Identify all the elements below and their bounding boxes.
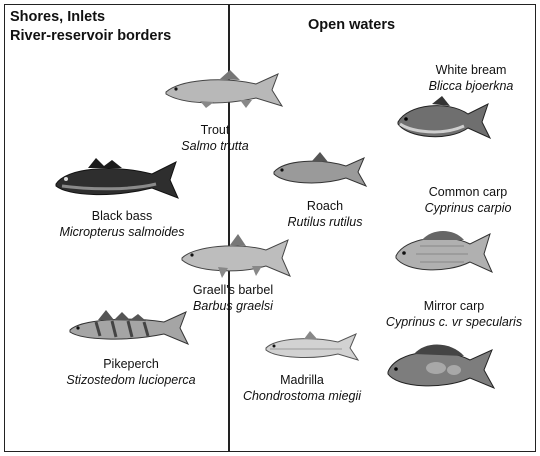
- header-shores-line1: Shores, Inlets: [10, 8, 171, 27]
- common-carp-illustration: [392, 226, 498, 278]
- pikeperch-common-name: Pikeperch: [58, 356, 204, 372]
- black-bass-illustration: [52, 156, 182, 202]
- black-bass-common-name: Black bass: [52, 208, 192, 224]
- trout-common-name: Trout: [170, 122, 260, 138]
- common-carp-scientific-name: Cyprinus carpio: [408, 200, 528, 216]
- label-madrilla: Madrilla Chondrostoma miegii: [232, 372, 372, 404]
- trout-illustration: [160, 68, 290, 112]
- pikeperch-scientific-name: Stizostedom lucioperca: [58, 372, 204, 388]
- white-bream-common-name: White bream: [416, 62, 526, 78]
- label-roach: Roach Rutilus rutilus: [270, 198, 380, 230]
- black-bass-scientific-name: Micropterus salmoides: [52, 224, 192, 240]
- common-carp-common-name: Common carp: [408, 184, 528, 200]
- header-open-waters: Open waters: [308, 16, 395, 35]
- white-bream-illustration: [392, 96, 496, 144]
- pikeperch-illustration: [66, 306, 194, 348]
- label-common-carp: Common carp Cyprinus carpio: [408, 184, 528, 216]
- label-black-bass: Black bass Micropterus salmoides: [52, 208, 192, 240]
- madrilla-scientific-name: Chondrostoma miegii: [232, 388, 372, 404]
- trout-scientific-name: Salmo trutta: [170, 138, 260, 154]
- header-shores-line2: River-reservoir borders: [10, 27, 171, 46]
- label-graells-barbel: Graell's barbel Barbus graelsi: [178, 282, 288, 314]
- mirror-carp-common-name: Mirror carp: [372, 298, 536, 314]
- label-trout: Trout Salmo trutta: [170, 122, 260, 154]
- mirror-carp-illustration: [384, 340, 500, 394]
- header-shores: Shores, Inlets River-reservoir borders: [10, 8, 171, 46]
- roach-scientific-name: Rutilus rutilus: [270, 214, 380, 230]
- roach-illustration: [270, 152, 370, 190]
- madrilla-illustration: [262, 330, 362, 364]
- graells-barbel-scientific-name: Barbus graelsi: [178, 298, 288, 314]
- label-mirror-carp: Mirror carp Cyprinus c. vr specularis: [372, 298, 536, 330]
- graells-barbel-illustration: [178, 234, 296, 282]
- graells-barbel-common-name: Graell's barbel: [178, 282, 288, 298]
- madrilla-common-name: Madrilla: [232, 372, 372, 388]
- white-bream-scientific-name: Blicca bjoerkna: [416, 78, 526, 94]
- mirror-carp-scientific-name: Cyprinus c. vr specularis: [372, 314, 536, 330]
- roach-common-name: Roach: [270, 198, 380, 214]
- label-white-bream: White bream Blicca bjoerkna: [416, 62, 526, 94]
- label-pikeperch: Pikeperch Stizostedom lucioperca: [58, 356, 204, 388]
